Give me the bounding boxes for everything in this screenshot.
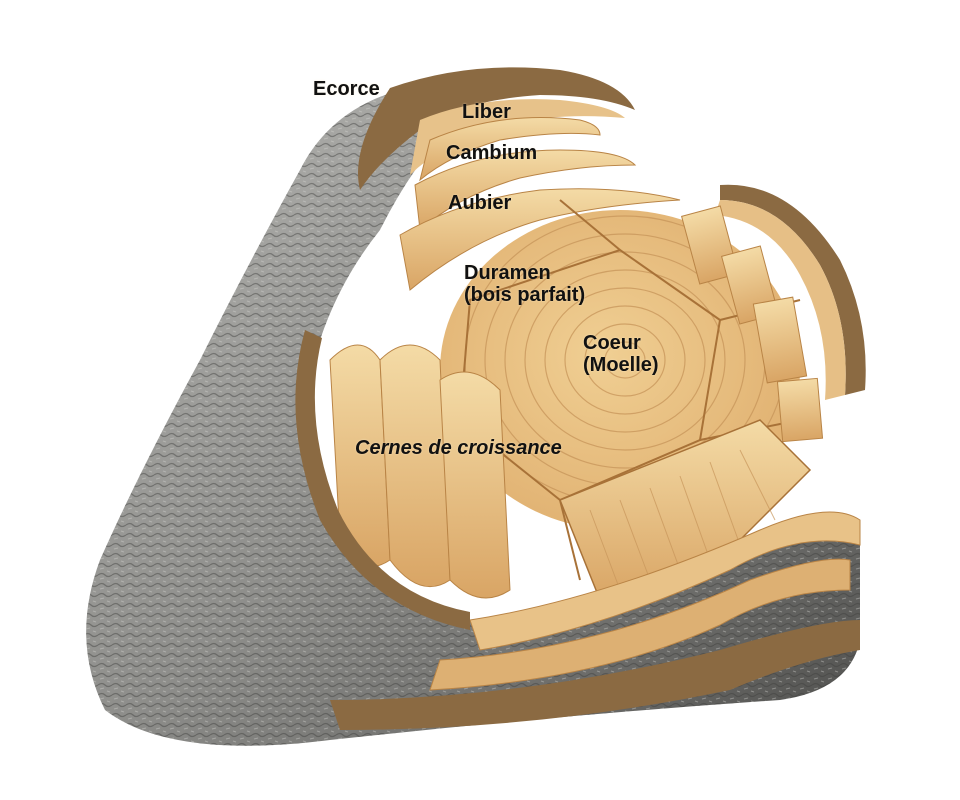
label-duramen: Duramen (bois parfait) — [464, 262, 585, 306]
right-planks — [681, 205, 824, 443]
label-cernes: Cernes de croissance — [355, 437, 562, 459]
bark-edge-right — [720, 184, 866, 395]
bottom-curved-boards — [469, 511, 861, 651]
cambium-layer — [414, 149, 637, 232]
bark-edge-top — [358, 67, 635, 190]
label-coeur-line2: (Moelle) — [583, 354, 659, 376]
left-planks — [329, 344, 511, 599]
label-liber: Liber — [462, 101, 511, 123]
bark-edge-bottom — [330, 620, 860, 730]
bark-edge-left — [295, 330, 470, 630]
label-duramen-line2: (bois parfait) — [464, 284, 586, 306]
label-aubier: Aubier — [448, 192, 512, 214]
label-coeur-line1: Coeur — [583, 332, 641, 354]
label-duramen-line1: Duramen — [464, 262, 551, 284]
aubier-layer — [399, 188, 681, 291]
label-coeur: Coeur (Moelle) — [583, 332, 659, 376]
label-cambium: Cambium — [446, 142, 538, 164]
label-ecorce: Ecorce — [313, 78, 380, 100]
liber-layer — [419, 117, 601, 182]
